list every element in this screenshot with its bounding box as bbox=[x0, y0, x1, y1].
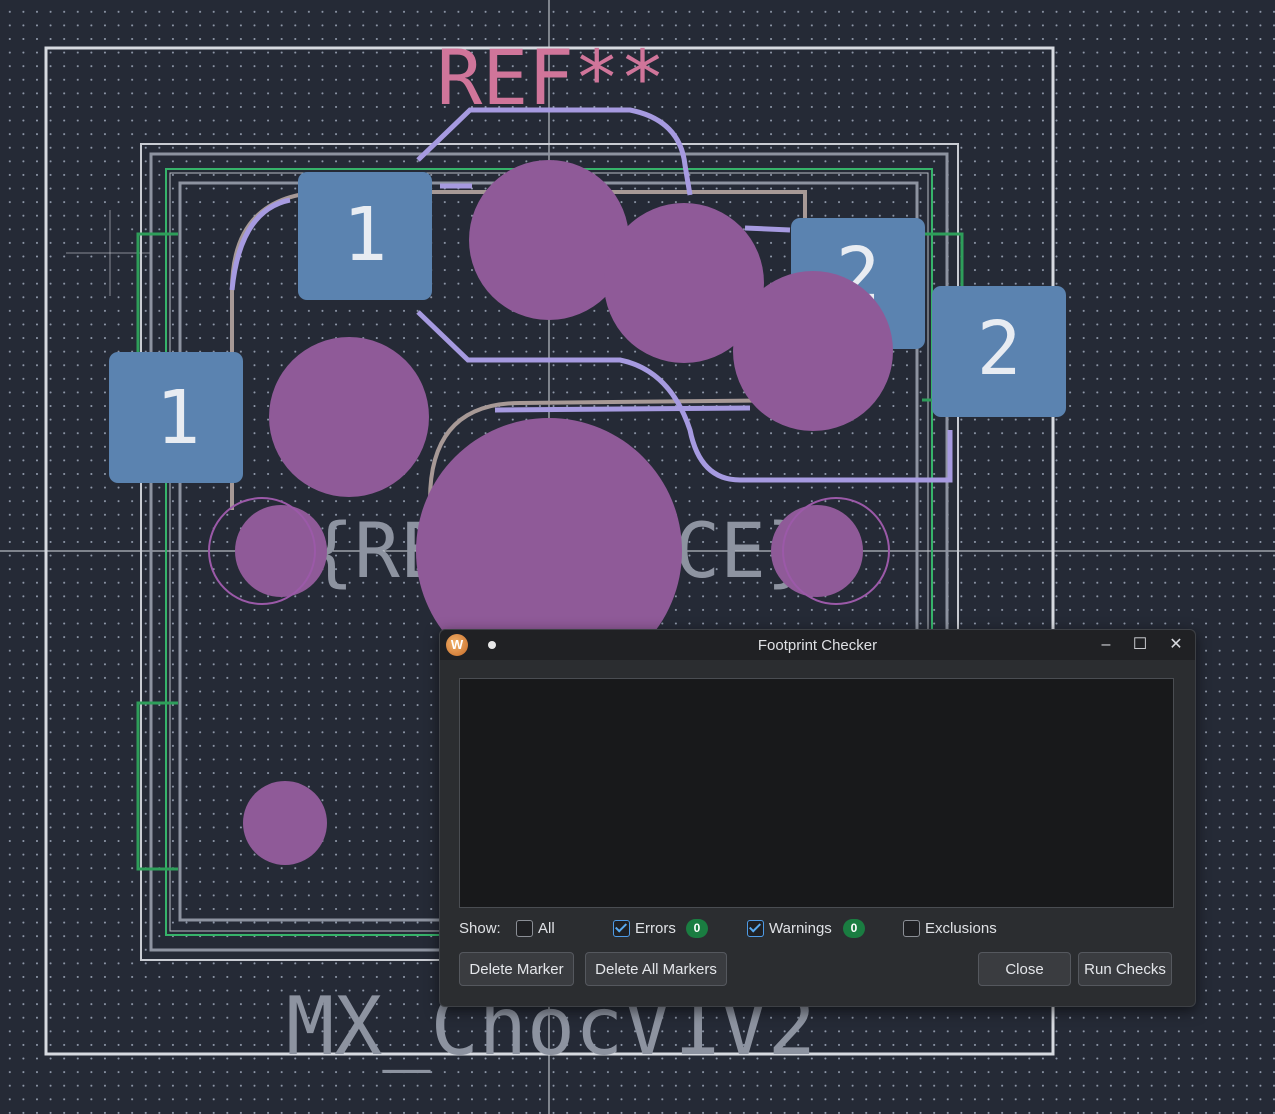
silk-mark-left-lower bbox=[136, 701, 178, 871]
errors-count-badge: 0 bbox=[686, 919, 708, 938]
footprint-checker-dialog: W Footprint Checker – ☐ ✕ Show: All Erro… bbox=[439, 629, 1196, 1007]
hole-center bbox=[416, 418, 682, 684]
board-edge-outline bbox=[44, 46, 1055, 1056]
track-top bbox=[416, 107, 693, 196]
exclusions-checkbox[interactable] bbox=[903, 920, 920, 937]
hole-stab-left bbox=[235, 505, 327, 597]
track-mid bbox=[494, 405, 751, 413]
pad-number-1-lower: 1 bbox=[156, 375, 201, 461]
warnings-count-badge: 0 bbox=[843, 919, 865, 938]
modified-indicator-icon bbox=[488, 641, 496, 649]
hole-left bbox=[269, 337, 429, 497]
maximize-icon[interactable]: ☐ bbox=[1132, 636, 1148, 653]
hole-top bbox=[469, 160, 629, 320]
hole-right bbox=[733, 271, 893, 431]
hole-top-right bbox=[604, 203, 764, 363]
reference-text[interactable]: REF** bbox=[437, 33, 666, 122]
minimize-icon[interactable]: – bbox=[1101, 636, 1111, 653]
pad-1-upper[interactable] bbox=[298, 172, 432, 300]
delete-marker-button[interactable]: Delete Marker bbox=[459, 952, 574, 986]
warnings-checkbox[interactable] bbox=[747, 920, 764, 937]
exclusions-checkbox-label[interactable]: Exclusions bbox=[925, 920, 997, 937]
close-button[interactable]: Close bbox=[978, 952, 1071, 986]
hole-stab-right bbox=[771, 505, 863, 597]
delete-all-markers-button[interactable]: Delete All Markers bbox=[585, 952, 727, 986]
pad-number-1-upper: 1 bbox=[343, 192, 388, 278]
run-checks-button[interactable]: Run Checks bbox=[1078, 952, 1172, 986]
pad-2-lower[interactable] bbox=[932, 286, 1066, 417]
warnings-checkbox-label[interactable]: Warnings bbox=[769, 920, 832, 937]
pad-number-2-lower: 2 bbox=[977, 306, 1022, 392]
dialog-title: Footprint Checker bbox=[757, 637, 878, 654]
all-checkbox[interactable] bbox=[516, 920, 533, 937]
show-label: Show: bbox=[459, 920, 501, 937]
all-checkbox-label[interactable]: All bbox=[538, 920, 555, 937]
errors-checkbox-label[interactable]: Errors bbox=[635, 920, 676, 937]
track-main bbox=[416, 310, 953, 483]
errors-checkbox[interactable] bbox=[613, 920, 630, 937]
pad-1-lower[interactable] bbox=[109, 352, 243, 483]
hole-bottom-left bbox=[243, 781, 327, 865]
close-icon[interactable]: ✕ bbox=[1169, 636, 1183, 653]
track-arc-left bbox=[229, 197, 291, 291]
dialog-titlebar[interactable]: W Footprint Checker – ☐ ✕ bbox=[440, 630, 1195, 660]
kicad-app-icon: W bbox=[446, 634, 468, 656]
results-list[interactable] bbox=[459, 678, 1174, 908]
